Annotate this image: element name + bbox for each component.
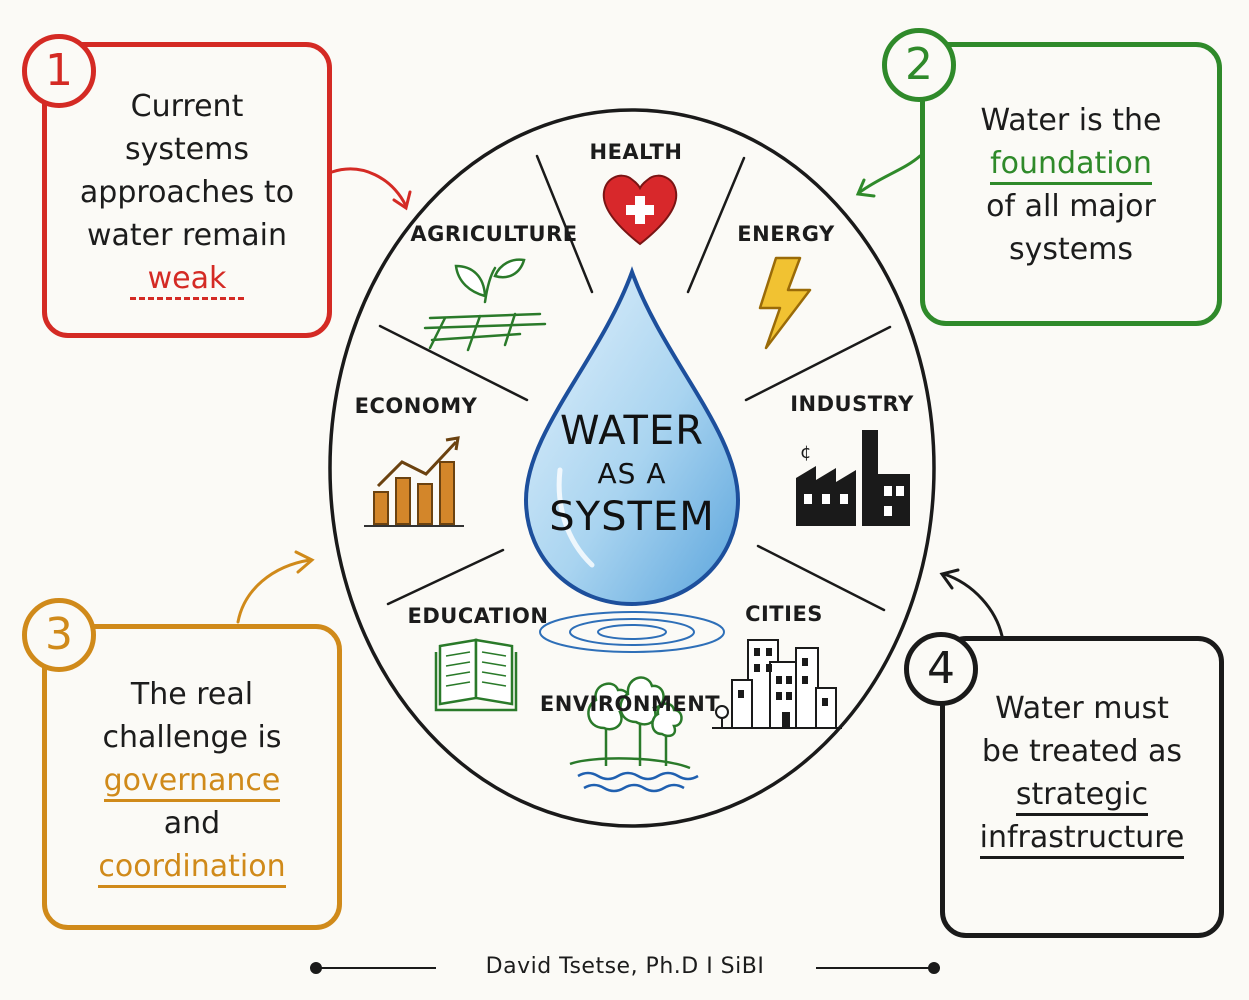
callout-4-highlight: strategic (1015, 777, 1149, 816)
bar-chart-icon (364, 436, 464, 527)
callout-2-highlight: foundation (990, 146, 1152, 185)
center-title-line-1: WATER (559, 408, 705, 454)
system-oval (328, 108, 936, 828)
callout-4-line: be treated as (981, 734, 1183, 769)
callout-text-2: Water is the foundation of all major sys… (925, 99, 1217, 271)
arrow-4 (939, 568, 1004, 638)
callout-3-highlight: governance (103, 763, 281, 802)
badge-number-1: 1 (22, 34, 96, 108)
callout-2-line: of all major (986, 189, 1156, 224)
buildings-icon (712, 639, 842, 729)
arrow-1 (330, 167, 412, 211)
water-drop-icon (523, 266, 741, 607)
sector-label-agriculture: AGRICULTURE (410, 222, 578, 246)
sprout-icon (423, 258, 547, 352)
badge-number-3: 3 (22, 598, 96, 672)
divider-spokes (378, 154, 892, 612)
callout-2-line: Water is the (980, 103, 1162, 138)
callout-1-line: approaches to (79, 175, 295, 210)
callout-box-4: Water must be treated as strategic infra… (940, 636, 1224, 938)
trees-icon (569, 676, 691, 770)
callout-3-line: The real (130, 677, 254, 712)
footer-rule (310, 962, 940, 974)
arrow-3 (236, 550, 315, 624)
callout-box-3: The real challenge is governance and coo… (42, 624, 342, 930)
ripples-icon (539, 611, 725, 653)
callout-4-line: Water must (995, 691, 1169, 726)
sector-label-cities: CITIES (745, 602, 823, 626)
heart-cross-icon (602, 174, 678, 246)
sector-label-industry: INDUSTRY (790, 392, 914, 416)
callout-1-line: systems (124, 132, 250, 167)
lightning-icon (758, 256, 812, 350)
footer-credit: David Tsetse, Ph.D I SiBI (485, 954, 765, 979)
callout-text-4: Water must be treated as strategic infra… (945, 687, 1219, 859)
sector-label-economy: ECONOMY (354, 394, 478, 418)
factory-icon: ¢ (796, 430, 910, 526)
center-title: WATER AS A SYSTEM (549, 408, 714, 540)
callout-2-line: systems (1008, 232, 1134, 267)
callout-box-1: Current systems approaches to water rema… (42, 42, 332, 338)
callout-text-3: The real challenge is governance and coo… (47, 673, 337, 888)
open-book-icon (434, 638, 518, 712)
callout-4-highlight-2: infrastructure (979, 820, 1185, 859)
sector-label-health: HEALTH (589, 140, 683, 164)
badge-number-4: 4 (904, 632, 978, 706)
callout-3-highlight-2: coordination (98, 849, 286, 888)
badge-number-2: 2 (882, 28, 956, 102)
sector-label-environment: ENVIRONMENT (539, 692, 721, 716)
callout-text-1: Current systems approaches to water rema… (47, 85, 327, 300)
callout-1-highlight: weak (129, 261, 245, 300)
sector-label-energy: ENERGY (737, 222, 835, 246)
arrow-2 (855, 154, 922, 198)
callout-1-line: Current (130, 89, 244, 124)
svg-text:¢: ¢ (800, 442, 811, 463)
callout-3-line: challenge is (102, 720, 282, 755)
callout-box-2: Water is the foundation of all major sys… (920, 42, 1222, 326)
center-title-line-2: AS A (597, 457, 667, 490)
callout-3-line: and (163, 806, 221, 841)
water-waves-icon (577, 771, 699, 793)
sector-label-education: EDUCATION (407, 604, 549, 628)
callout-1-line: water remain (86, 218, 288, 253)
center-title-line-3: SYSTEM (549, 494, 715, 540)
